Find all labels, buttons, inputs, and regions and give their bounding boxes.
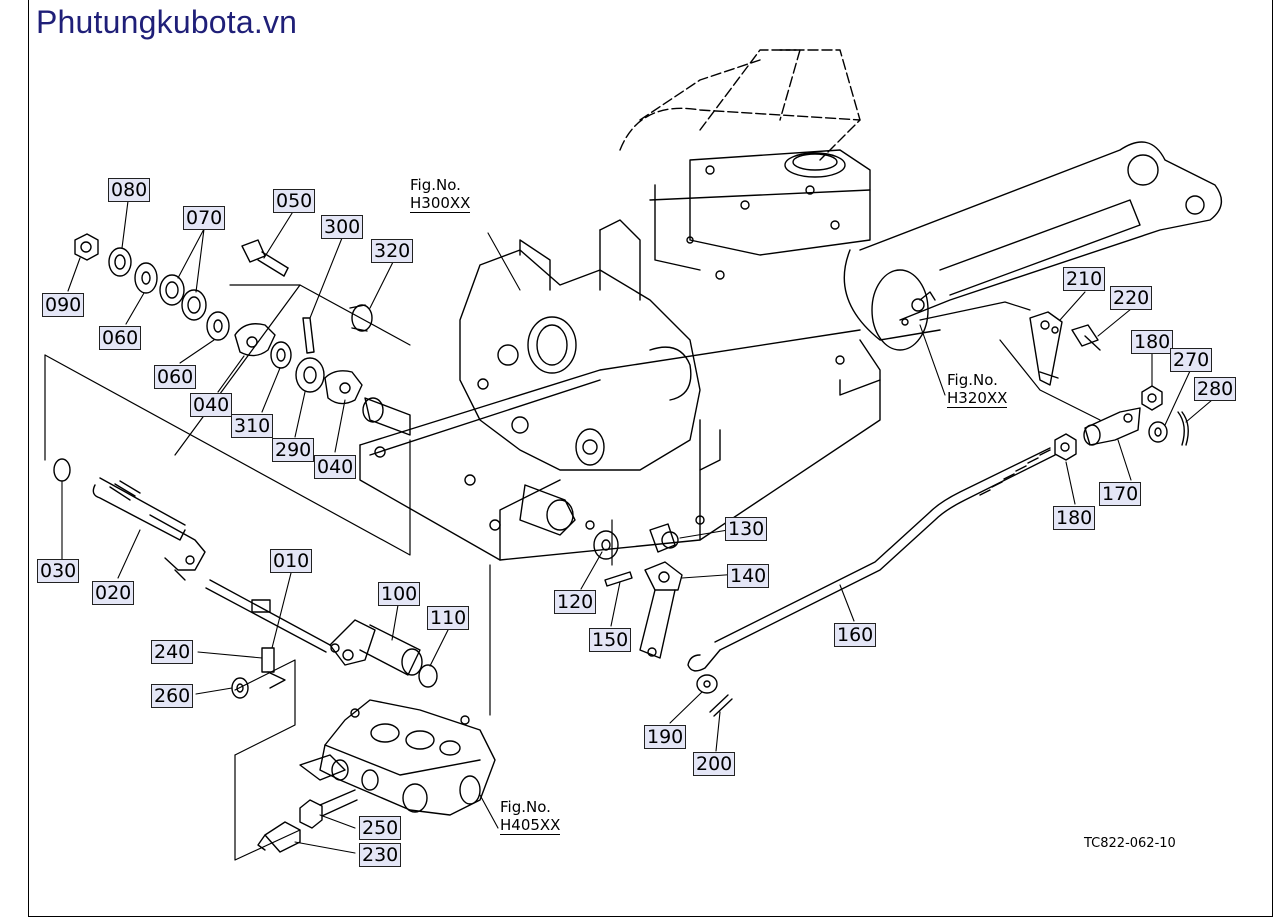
rod-160 <box>687 447 1056 672</box>
part-label[interactable]: 190 <box>644 725 687 749</box>
top-link-bracket <box>649 149 871 280</box>
washer-270 <box>1148 421 1168 443</box>
clevis-170 <box>1083 407 1141 446</box>
washer-060b <box>206 311 230 341</box>
bolt-250 <box>299 789 358 829</box>
collar-290 <box>295 357 325 393</box>
cotter-pin-200 <box>709 694 733 717</box>
washer-190 <box>696 674 718 694</box>
shaft-020 <box>92 477 206 581</box>
explode-lines <box>44 284 1101 861</box>
washer-310 <box>270 341 292 369</box>
control-valve <box>299 699 496 816</box>
part-label[interactable]: 180 <box>1131 330 1174 354</box>
fig-prefix: Fig.No. <box>500 798 551 816</box>
cross-shaft <box>843 249 941 351</box>
pin-300 <box>302 317 315 354</box>
part-label[interactable]: 230 <box>359 843 402 867</box>
bolt-220 <box>1071 324 1101 351</box>
part-label[interactable]: 070 <box>183 206 226 230</box>
nut-180a <box>1141 385 1163 411</box>
part-label[interactable]: 170 <box>1099 482 1142 506</box>
part-label[interactable]: 040 <box>190 393 233 417</box>
fig-number: H320XX <box>947 389 1008 408</box>
part-label[interactable]: 110 <box>427 606 470 630</box>
part-label[interactable]: 150 <box>589 628 632 652</box>
part-label[interactable]: 040 <box>314 455 357 479</box>
pin-150 <box>604 571 633 587</box>
part-label[interactable]: 290 <box>272 438 315 462</box>
lever-100 <box>329 619 423 676</box>
site-title[interactable]: Phutungkubota.vn <box>36 4 298 40</box>
rod-010 <box>205 579 340 653</box>
part-label[interactable]: 050 <box>273 189 316 213</box>
fig-prefix: Fig.No. <box>947 371 998 389</box>
part-label[interactable]: 140 <box>727 564 770 588</box>
spring-washer-070b <box>181 289 207 321</box>
nut-090 <box>74 233 99 261</box>
bracket-040b <box>324 370 363 405</box>
part-label[interactable]: 280 <box>1194 377 1237 401</box>
part-label[interactable]: 250 <box>359 816 402 840</box>
fitting-230 <box>257 821 301 853</box>
part-label[interactable]: 020 <box>92 581 135 605</box>
part-label[interactable]: 200 <box>693 752 736 776</box>
part-label[interactable]: 090 <box>42 293 85 317</box>
bracket-040a <box>234 323 276 357</box>
part-label[interactable]: 210 <box>1063 267 1106 291</box>
part-label[interactable]: 300 <box>321 215 364 239</box>
part-label[interactable]: 160 <box>834 623 877 647</box>
washer-120 <box>593 530 619 560</box>
fig-number: H300XX <box>410 194 471 213</box>
part-label[interactable]: 220 <box>1110 286 1153 310</box>
fig-ref-h300[interactable]: Fig.No.H300XX <box>410 176 471 213</box>
fitting-240 <box>261 647 286 689</box>
bracket-210 <box>1029 311 1063 386</box>
part-label[interactable]: 260 <box>151 684 194 708</box>
part-label[interactable]: 030 <box>37 559 80 583</box>
part-label[interactable]: 130 <box>725 517 768 541</box>
spring-washer-070a <box>159 274 185 306</box>
fig-number: H405XX <box>500 816 561 835</box>
leader-lines <box>61 200 1213 854</box>
hydraulic-cylinder-block <box>459 219 701 471</box>
o-ring-110 <box>418 664 438 688</box>
cotter-pin-280 <box>1177 411 1189 446</box>
drawing-frame <box>28 0 1273 917</box>
part-label[interactable]: 080 <box>108 178 151 202</box>
part-label[interactable]: 310 <box>231 414 274 438</box>
part-label[interactable]: 100 <box>378 582 421 606</box>
transmission-case <box>359 329 881 561</box>
fig-ref-h405[interactable]: Fig.No.H405XX <box>500 798 561 835</box>
part-label[interactable]: 010 <box>270 549 313 573</box>
part-label[interactable]: 120 <box>554 590 597 614</box>
fig-prefix: Fig.No. <box>410 176 461 194</box>
o-ring-030 <box>53 458 71 482</box>
part-label[interactable]: 060 <box>154 365 197 389</box>
lever-140 <box>639 561 683 659</box>
part-label[interactable]: 240 <box>151 640 194 664</box>
bolt-050 <box>241 239 289 277</box>
lift-arm-right <box>859 141 1223 321</box>
collar-320 <box>349 304 373 332</box>
part-label[interactable]: 180 <box>1053 506 1096 530</box>
drawing-code: TC822-062-10 <box>1084 836 1176 851</box>
part-label[interactable]: 320 <box>371 239 414 263</box>
washer-060a <box>134 262 158 294</box>
washer-080 <box>108 247 132 277</box>
nut-180b <box>1054 433 1077 461</box>
part-label[interactable]: 270 <box>1170 348 1213 372</box>
bolt-130 <box>649 523 679 553</box>
lower-bore-boss <box>362 397 576 536</box>
fig-ref-h320[interactable]: Fig.No.H320XX <box>947 371 1008 408</box>
lift-arms-housing <box>619 49 861 161</box>
part-label[interactable]: 060 <box>99 326 142 350</box>
